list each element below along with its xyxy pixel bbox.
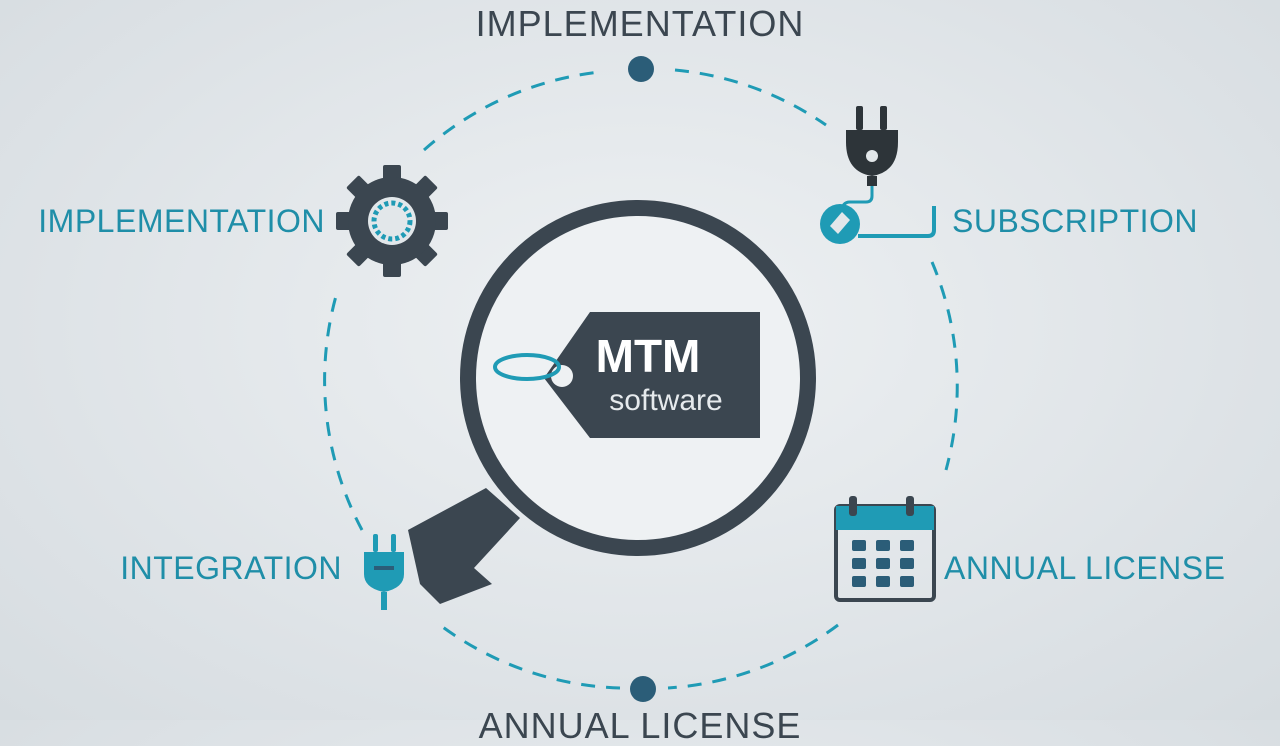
- subscription-icon: [820, 186, 936, 244]
- cycle-node-bottom: [630, 676, 656, 702]
- label-implementation-left: IMPLEMENTATION: [38, 203, 325, 239]
- integration-plug-icon: [364, 534, 404, 610]
- tag-brand: MTM: [596, 330, 701, 382]
- gear-icon: [336, 165, 448, 277]
- diagram-canvas: MTM software: [323, 56, 959, 702]
- label-subscription: SUBSCRIPTION: [952, 203, 1199, 239]
- cycle-ring: [323, 68, 959, 690]
- cycle-node-top: [628, 56, 654, 82]
- label-annual-license-bottom: ANNUAL LICENSE: [478, 705, 802, 746]
- price-tag-icon: [493, 312, 760, 438]
- tag-product: software: [609, 384, 722, 417]
- plug-icon: [846, 106, 898, 186]
- calendar-icon: [834, 496, 936, 602]
- label-implementation-top: IMPLEMENTATION: [475, 3, 805, 44]
- label-annual-license: ANNUAL LICENSE: [944, 550, 1226, 586]
- label-integration: INTEGRATION: [120, 550, 342, 586]
